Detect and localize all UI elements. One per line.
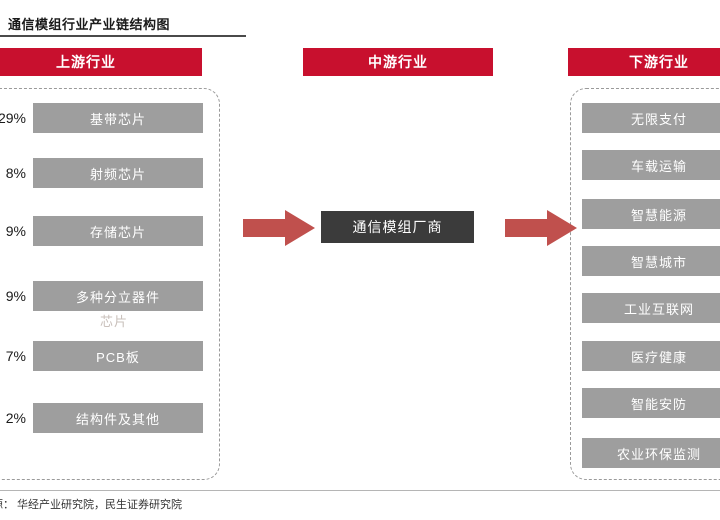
upstream-pct-2: 9% [5, 223, 26, 239]
page-title: 通信模组行业产业链结构图 [8, 17, 171, 32]
downstream-item-5[interactable]: 医疗健康 [582, 341, 720, 371]
section-header-downstream: 下游行业 [568, 48, 720, 76]
downstream-group-box [570, 88, 720, 480]
downstream-item-0[interactable]: 无限支付 [582, 103, 720, 133]
title-underline [0, 35, 246, 37]
upstream-item-4[interactable]: PCB板 [33, 341, 203, 371]
upstream-pct-3: 9% [5, 288, 26, 304]
upstream-item-3[interactable]: 多种分立器件 [33, 281, 203, 311]
arrow-upstream-to-midstream [243, 208, 315, 248]
downstream-item-3[interactable]: 智慧城市 [582, 246, 720, 276]
upstream-pct-4: 7% [5, 348, 26, 364]
source-note: 源： 华经产业研究院，民生证券研究院 [0, 499, 183, 511]
upstream-item-5[interactable]: 结构件及其他 [33, 403, 203, 433]
upstream-item-2[interactable]: 存储芯片 [33, 216, 203, 246]
downstream-item-4[interactable]: 工业互联网 [582, 293, 720, 323]
upstream-item-0[interactable]: 基带芯片 [33, 103, 203, 133]
title-bar: 通信模组行业产业链结构图 [0, 14, 720, 37]
source-divider [0, 490, 720, 491]
midstream-node[interactable]: 通信模组厂商 [321, 211, 474, 243]
section-header-midstream: 中游行业 [303, 48, 493, 76]
upstream-item-1[interactable]: 射频芯片 [33, 158, 203, 188]
downstream-item-7[interactable]: 农业环保监测 [582, 438, 720, 468]
downstream-item-6[interactable]: 智能安防 [582, 388, 720, 418]
upstream-pct-5: 2% [5, 410, 26, 426]
downstream-item-1[interactable]: 车载运输 [582, 150, 720, 180]
arrow-midstream-to-downstream [505, 208, 577, 248]
downstream-item-2[interactable]: 智慧能源 [582, 199, 720, 229]
upstream-pct-0: 29% [0, 110, 26, 126]
stray-chip-label: 芯片 [100, 314, 129, 329]
section-header-upstream: 上游行业 [0, 48, 202, 76]
upstream-group-box [0, 88, 220, 480]
upstream-pct-1: 8% [5, 165, 26, 181]
